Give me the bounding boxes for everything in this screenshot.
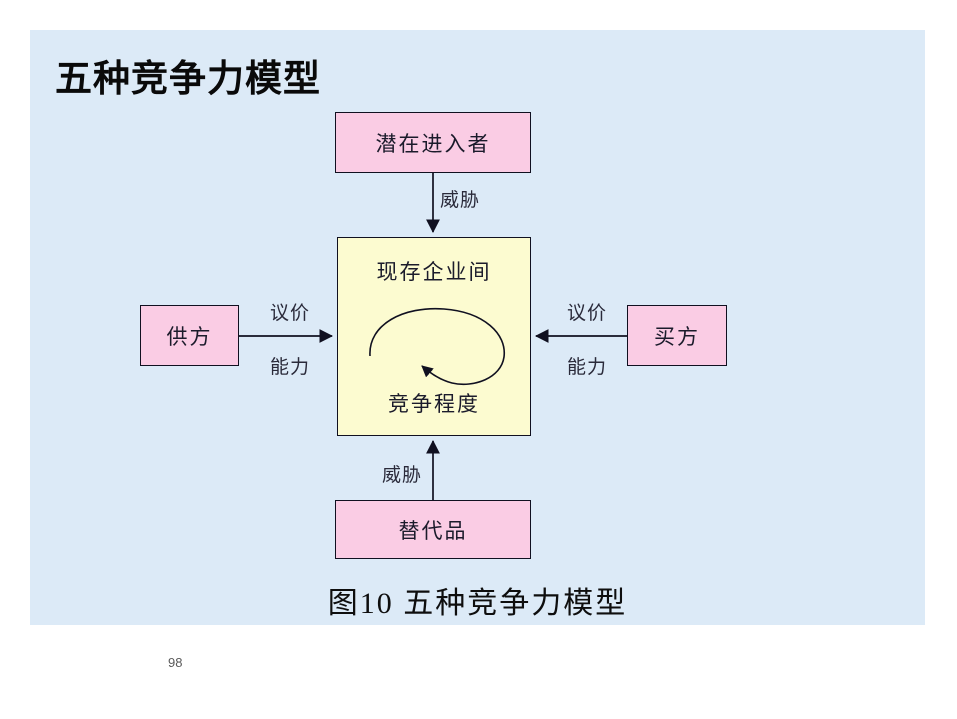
circular-arrow-icon — [369, 307, 505, 385]
connector-label-threat-top: 威胁 — [440, 190, 481, 211]
five-forces-diagram: 潜在进入者 现存企业间 竞争程度 供方 买方 替代品 — [30, 30, 925, 625]
node-substitutes-label: 替代品 — [398, 518, 468, 543]
node-industry-rivalry-label-bottom: 竞争程度 — [388, 392, 480, 416]
connector-label-buyers-power: 能力 — [567, 357, 608, 378]
page-number: 98 — [168, 655, 183, 670]
node-potential-entrants-label: 潜在进入者 — [375, 131, 491, 156]
figure-caption: 图10 五种竞争力模型 — [327, 587, 628, 620]
connector-label-suppliers-power: 能力 — [270, 357, 311, 378]
page-title: 五种竞争力模型 — [55, 59, 321, 100]
node-suppliers[interactable]: 供方 — [140, 305, 239, 366]
connector-label-threat-bottom: 威胁 — [382, 465, 423, 486]
node-industry-rivalry[interactable]: 现存企业间 竞争程度 — [337, 237, 531, 436]
node-industry-rivalry-label-top: 现存企业间 — [376, 260, 492, 284]
node-suppliers-label: 供方 — [166, 324, 213, 349]
node-substitutes[interactable]: 替代品 — [335, 500, 531, 559]
node-buyers-label: 买方 — [654, 324, 700, 349]
connector-label-buyers-bargaining: 议价 — [567, 303, 608, 324]
connector-label-suppliers-bargaining: 议价 — [270, 303, 311, 324]
node-buyers[interactable]: 买方 — [627, 305, 727, 366]
slide-panel: 五种竞争力模型 潜在进入者 现存企业间 — [30, 30, 925, 625]
node-potential-entrants[interactable]: 潜在进入者 — [335, 112, 531, 173]
